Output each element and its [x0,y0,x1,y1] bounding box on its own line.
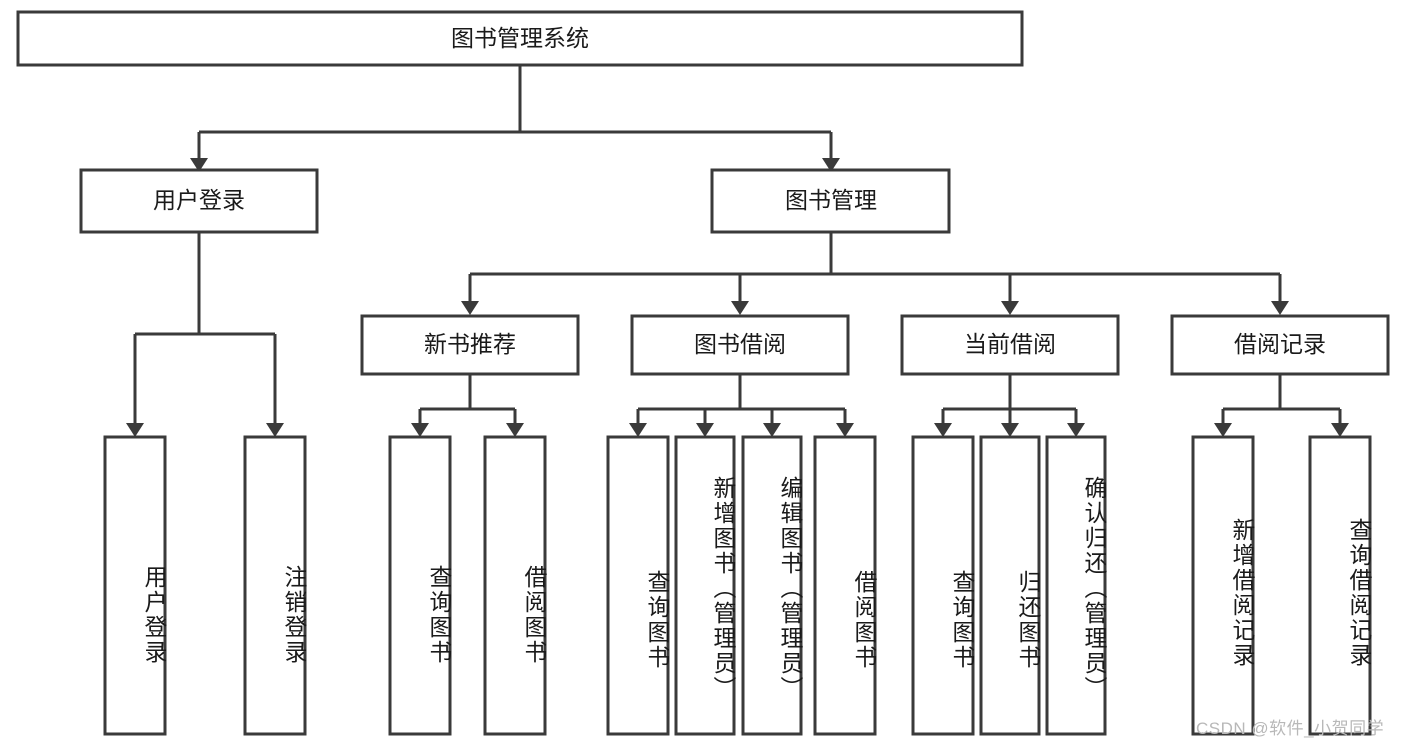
arrow-to-leaf-query-record [1331,423,1349,437]
arrow-to-leaf-add-book [696,423,714,437]
node-leaf-user-login-box[interactable] [103,435,167,736]
node-leaf-edit-book-box[interactable] [741,435,803,736]
arrow-to-leaf-query-book-3 [934,423,952,437]
arrow-to-borrow-record [1271,301,1289,315]
node-user-login-box[interactable] [79,168,319,234]
arrow-to-leaf-query-book-1 [411,423,429,437]
connector-user-login-to-leaves [133,232,277,425]
node-leaf-add-record-box[interactable] [1191,435,1255,736]
node-book-manage-box[interactable] [710,168,951,234]
node-leaf-query-book-1-box[interactable] [388,435,452,736]
arrow-to-leaf-logout-login [266,423,284,437]
node-book-borrow-label: 图书借阅 [694,331,786,357]
node-new-book-recommend-box[interactable] [360,314,580,376]
arrow-to-leaf-add-record [1214,423,1232,437]
arrow-to-user-login [190,158,208,172]
node-leaf-query-book-3-box[interactable] [911,435,975,736]
node-current-borrow-box[interactable] [900,314,1120,376]
node-book-borrow-box[interactable] [630,314,850,376]
node-current-borrow-label: 当前借阅 [964,331,1056,357]
connector-book-borrow-to-leaves [636,374,847,425]
node-book-manage-label: 图书管理 [785,187,877,213]
connector-borrow-record-to-leaves [1221,374,1342,425]
node-user-login-label: 用户登录 [153,187,245,213]
node-leaf-query-book-2-box[interactable] [606,435,670,736]
node-leaf-return-book-box[interactable] [979,435,1041,736]
node-leaf-borrow-book-2-box[interactable] [813,435,877,736]
arrow-to-leaf-borrow-book-1 [506,423,524,437]
node-root-box[interactable] [16,10,1024,67]
arrow-to-leaf-user-login [126,423,144,437]
arrow-to-leaf-edit-book [763,423,781,437]
connector-book-manage-to-level3 [468,232,1282,303]
arrow-to-book-manage [822,158,840,172]
node-leaf-confirm-return-box[interactable] [1045,435,1107,736]
connector-root-to-level2 [197,65,833,160]
connector-current-borrow-to-leaves [941,374,1078,425]
arrow-to-leaf-confirm-return [1067,423,1085,437]
node-root-label: 图书管理系统 [451,25,589,51]
arrow-to-leaf-borrow-book-2 [836,423,854,437]
arrow-to-new-book-recommend [461,301,479,315]
node-leaf-borrow-book-1-box[interactable] [483,435,547,736]
arrow-to-book-borrow [731,301,749,315]
node-borrow-record-label: 借阅记录 [1234,331,1326,357]
arrow-to-current-borrow [1001,301,1019,315]
connector-new-book-recommend-to-leaves [418,374,517,425]
node-new-book-recommend-label: 新书推荐 [424,331,516,357]
csdn-watermark: CSDN @软件_小贺同学 [1196,719,1385,738]
node-leaf-add-book-box[interactable] [674,435,736,736]
arrow-to-leaf-query-book-2 [629,423,647,437]
node-borrow-record-box[interactable] [1170,314,1390,376]
arrow-to-leaf-return-book [1001,423,1019,437]
node-leaf-query-record-box[interactable] [1308,435,1372,736]
node-leaf-logout-login-box[interactable] [243,435,307,736]
